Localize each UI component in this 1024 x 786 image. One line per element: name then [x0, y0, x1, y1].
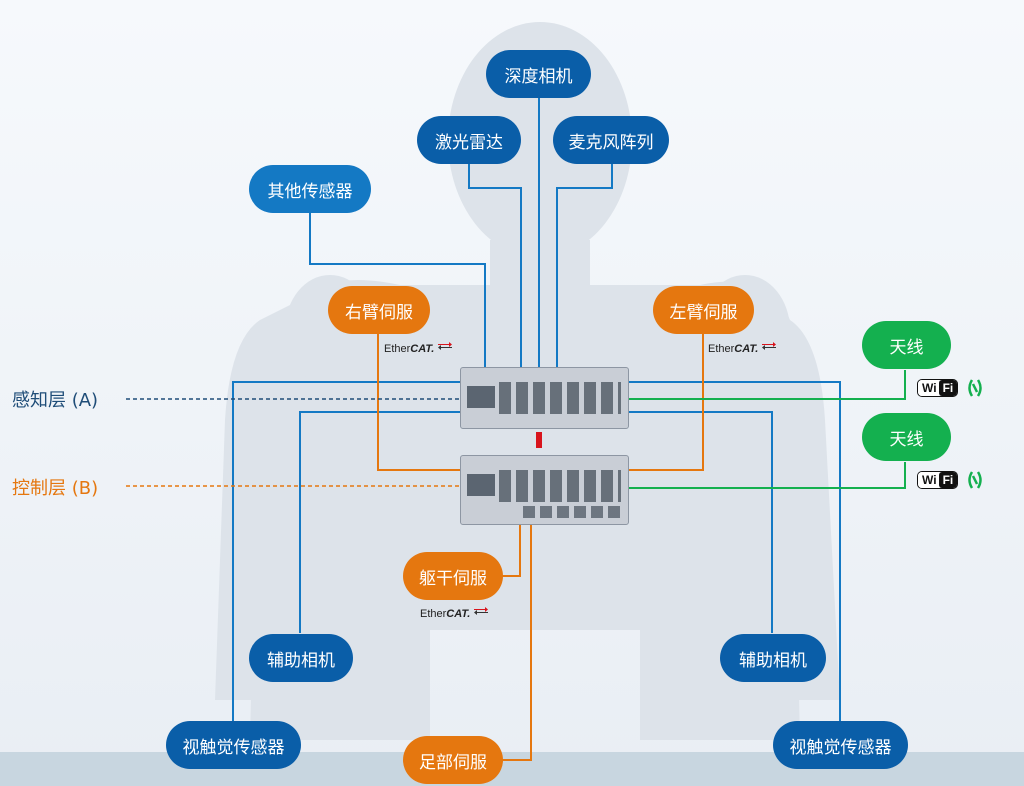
- servo-wires: [377, 333, 704, 761]
- ethercat-arrows-icon: [762, 342, 777, 350]
- perception-layer-label: 感知层 (A): [12, 390, 99, 411]
- controller-a-ports: [499, 382, 621, 414]
- other-sensors-node: 其他传感器: [249, 165, 371, 213]
- controller-b-ports: [499, 470, 621, 502]
- wifi-f: Fi: [938, 380, 958, 396]
- ethercat-suffix: CAT.: [734, 343, 759, 355]
- wireless-signal-icon: [968, 471, 982, 489]
- foot-servo-node: 足部伺服: [403, 736, 503, 784]
- ethercat-arrows-icon: [438, 342, 453, 350]
- controller-b-face: [467, 474, 495, 496]
- device-link: [536, 432, 542, 448]
- ethercat-logo-left-arm: EtherCAT.: [708, 342, 777, 355]
- wireless-signal-icon: [968, 379, 982, 397]
- ethercat-suffix: CAT.: [410, 343, 435, 355]
- ethercat-prefix: Ether: [384, 343, 411, 355]
- antenna-node-1: 天线: [862, 321, 951, 369]
- wifi-f: Fi: [938, 472, 958, 488]
- controller-a-face: [467, 386, 495, 408]
- ethercat-logo-torso: EtherCAT.: [420, 607, 489, 620]
- controller-a: [460, 367, 629, 429]
- aux-camera-left-node: 辅助相机: [249, 634, 353, 682]
- ethercat-prefix: Ether: [420, 608, 447, 620]
- perception-wires: [232, 97, 841, 722]
- wifi-w: Wi: [918, 380, 939, 396]
- wifi-w: Wi: [918, 472, 939, 488]
- lidar-node: 激光雷达: [417, 116, 521, 164]
- antenna-wires: [628, 370, 906, 489]
- antenna-node-2: 天线: [862, 413, 951, 461]
- left-arm-servo-node: 左臂伺服: [653, 286, 754, 334]
- control-layer-label: 控制层 (B): [12, 478, 99, 499]
- ethercat-arrows-icon: [474, 607, 489, 615]
- tactile-sensor-left-node: 视触觉传感器: [166, 721, 301, 769]
- mic-array-node: 麦克风阵列: [553, 116, 669, 164]
- tactile-sensor-right-node: 视触觉传感器: [773, 721, 908, 769]
- depth-camera-node: 深度相机: [486, 50, 591, 98]
- torso-servo-node: 躯干伺服: [403, 552, 503, 600]
- right-arm-servo-node: 右臂伺服: [328, 286, 430, 334]
- ethercat-suffix: CAT.: [446, 608, 471, 620]
- ethercat-prefix: Ether: [708, 343, 735, 355]
- controller-b: [460, 455, 629, 525]
- controller-b-rj45-row: [523, 506, 621, 518]
- aux-camera-right-node: 辅助相机: [720, 634, 826, 682]
- ethercat-logo-right-arm: EtherCAT.: [384, 342, 453, 355]
